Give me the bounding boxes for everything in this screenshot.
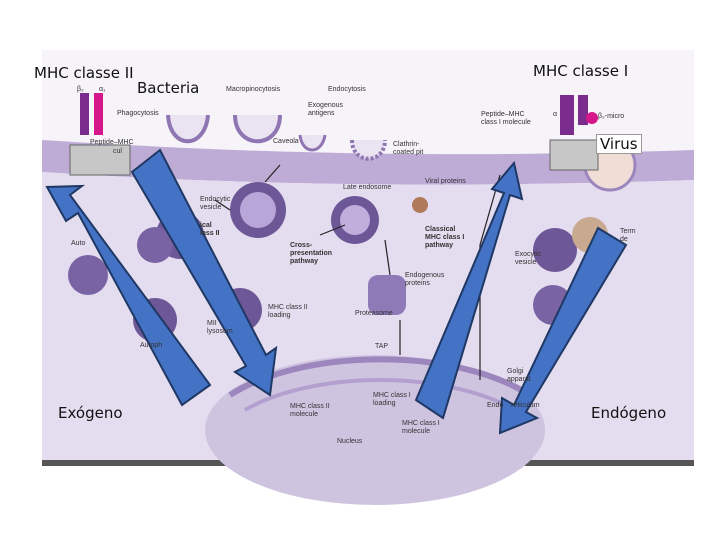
viral-protein (412, 197, 428, 213)
tap-label: TAP (375, 343, 389, 350)
cell-membrane (42, 140, 694, 185)
mhc-ii-beta (94, 93, 103, 135)
exogenous-label: Exógeno (58, 404, 123, 422)
endocytic-vesicle-label: Endocytic vesicle (200, 196, 231, 211)
macropinocytosis-label: Macropinocytosis (226, 86, 281, 93)
pathway-arrow-6 (214, 199, 231, 211)
alpha1-label: α₁ (99, 86, 106, 93)
pathway-arrow-2 (319, 224, 346, 236)
endoplasmic-label: Endo reticulum (487, 402, 540, 409)
mhc-ii-base (69, 144, 131, 176)
mhc-ii-loading-label: MHC class II loading (268, 304, 308, 319)
endogenous-label: Endógeno (591, 404, 667, 422)
mhc-i-alpha3 (578, 95, 588, 125)
exocytic-vesicle-label: Exocytic vesicle (515, 251, 542, 266)
endogenous-proteins-label: Endogenous proteins (405, 272, 445, 287)
endocytic-vesicle-inner (240, 192, 276, 228)
mhc-i-loading-label: MHC class I loading (373, 392, 411, 407)
mhc-i-molecule-label: MHC class I molecule (402, 420, 440, 435)
macropinocytosis-cup (233, 114, 282, 144)
mhc-i-b2m (586, 112, 598, 124)
culo-label: cul (113, 148, 122, 155)
phagocytosis-cup (166, 114, 210, 144)
mhc-i-base (549, 139, 599, 171)
nucleus-label: Nucleus (337, 438, 363, 445)
auto-vesicle-left (68, 255, 108, 295)
virus-label: Virus (596, 134, 642, 154)
late-endosome-label: Late endosome (343, 184, 392, 191)
exogenous-arrow-return[interactable] (45, 184, 212, 407)
exocytic-vesicle (533, 228, 577, 272)
clathrin-label: Clathrin- coated pit (393, 141, 424, 156)
auto-vesicle-top (137, 227, 173, 263)
beta-microglobulin-label: β₂-micro (598, 113, 625, 120)
mhc-class-ii-label: MHC classe II (34, 64, 134, 82)
term-label: Term de (620, 228, 636, 243)
bacteria-label: Bacteria (137, 79, 200, 97)
endogenous-arrow-down[interactable] (498, 226, 628, 435)
mhc-class-i-label: MHC classe I (533, 62, 629, 80)
er-membrane-2 (243, 378, 516, 412)
peptide-mhc-left-label: Peptide–MHC (90, 139, 134, 146)
cross-presentation-label: Cross- presentation pathway (290, 242, 333, 265)
proteasome-label: Proteasome (355, 310, 393, 317)
classical-ii-label: ical lass II (200, 222, 220, 237)
phagocytosis-label: Phagocytosis (117, 110, 159, 117)
pathway-arrow-3 (384, 239, 391, 276)
auto-label: Auto (71, 240, 86, 247)
caveola-cup (298, 134, 327, 152)
pathway-arrow-1 (264, 164, 281, 183)
pathway-arrow-5 (479, 174, 501, 380)
exogenous-antigens-label: Exogenous antigens (308, 102, 344, 117)
alpha-small-label: α (553, 111, 558, 118)
mhc-ii-alpha (80, 93, 89, 135)
mhc-ii-molecule-label: MHC class II molecule (290, 403, 330, 418)
endogenous-arrow-up[interactable] (414, 160, 524, 420)
proteasome-shape (368, 275, 406, 315)
lysosome-label: MII lysosom (207, 320, 233, 335)
caveola-label: Caveola (273, 138, 299, 145)
viral-proteins-label: Viral proteins (425, 178, 466, 185)
endocytosis-label: Endocytosis (328, 86, 366, 93)
beta2-label: β₂ (77, 86, 84, 93)
mhc-i-alpha (560, 95, 574, 135)
classical-mhc-i-label: Classical MHC class I pathway (425, 226, 465, 249)
peptide-mhc-class-i-label: Peptide–MHC class I molecule (481, 111, 531, 126)
exogenous-arrow-long[interactable] (130, 148, 278, 397)
late-endosome-inner (340, 205, 370, 235)
golgi-label: Golgi apparat (507, 368, 531, 383)
clathrin-pit (350, 139, 387, 161)
autophagy-label: Autoph (140, 342, 163, 349)
